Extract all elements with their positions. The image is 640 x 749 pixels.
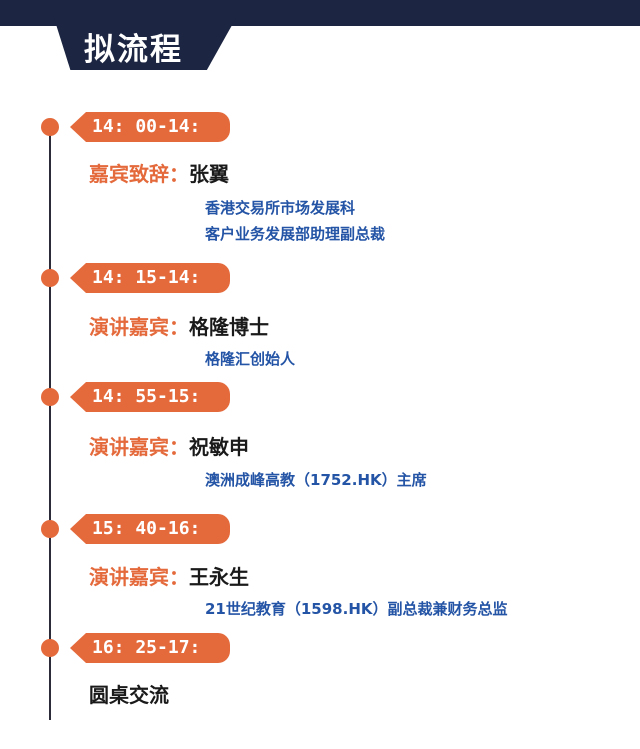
time-badge: 15: 40-16: 25: [70, 514, 230, 544]
speaker-name: 格隆博士: [189, 315, 269, 339]
time-badge: 14: 55-15: 40: [70, 382, 230, 412]
speaker-desc: 澳洲成峰高教（1752.HK）主席: [205, 471, 427, 489]
speaker-desc: 客户业务发展部助理副总裁: [205, 225, 386, 243]
time-badge: 14: 15-14: 55: [70, 263, 230, 293]
speaker-name: 张翼: [189, 162, 229, 186]
title-tab: [54, 18, 236, 70]
timeline-dot: [41, 388, 59, 406]
page-title: 拟流程: [84, 32, 183, 68]
timeline-dot: [41, 118, 59, 136]
speaker-role: 演讲嘉宾：: [89, 435, 189, 459]
speaker-line: 嘉宾致辞：张翼: [89, 158, 229, 187]
time-badge: 16: 25-17: 15: [70, 633, 230, 663]
timeline-dot: [41, 269, 59, 287]
speaker-name: 王永生: [189, 565, 249, 589]
timeline-dot: [41, 639, 59, 657]
speaker-role: 演讲嘉宾：: [89, 565, 189, 589]
speaker-line: 演讲嘉宾：祝敏申: [89, 431, 249, 460]
speaker-name: 祝敏申: [189, 435, 249, 459]
speaker-desc: 格隆汇创始人: [205, 350, 296, 368]
speaker-line: 演讲嘉宾：格隆博士: [89, 311, 269, 340]
closing-session: 圆桌交流: [89, 683, 169, 707]
speaker-role: 演讲嘉宾：: [89, 315, 189, 339]
speaker-desc: 21世纪教育（1598.HK）副总裁兼财务总监: [205, 600, 508, 618]
speaker-role: 嘉宾致辞：: [89, 162, 189, 186]
timeline-line: [49, 130, 51, 720]
time-badge: 14: 00-14: 15: [70, 112, 230, 142]
speaker-desc: 香港交易所市场发展科: [205, 199, 356, 217]
speaker-line: 演讲嘉宾：王永生: [89, 561, 249, 590]
timeline-dot: [41, 520, 59, 538]
